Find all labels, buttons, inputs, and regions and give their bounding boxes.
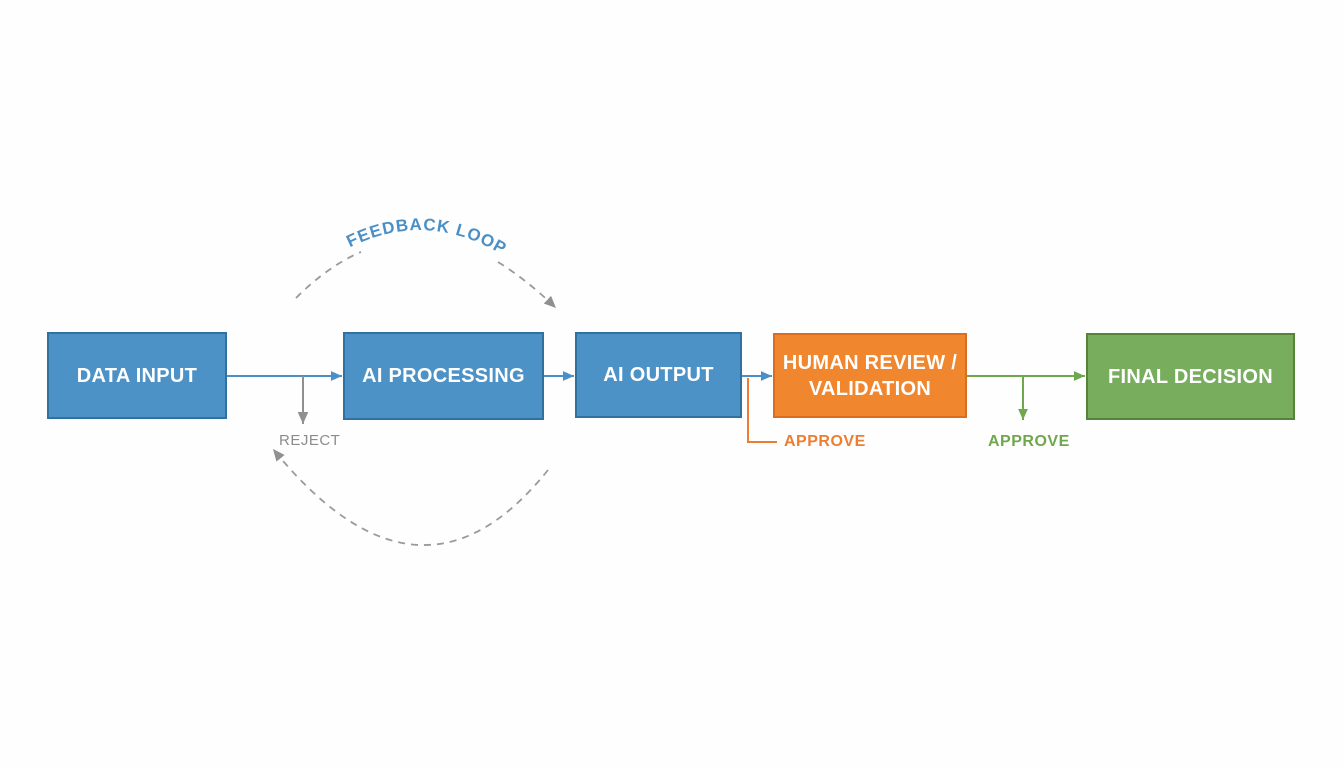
reject-label: REJECT (279, 432, 341, 449)
node-data-input: DATA INPUT (47, 332, 227, 419)
node-final-decision-label: FINAL DECISION (1108, 365, 1273, 388)
feedback-loop-arc-top-left (295, 251, 362, 299)
node-ai-processing: AI PROCESSING (343, 332, 544, 420)
feedback-loop-text: FEEDBACK LOOP (343, 215, 510, 258)
node-ai-processing-label: AI PROCESSING (362, 365, 525, 387)
node-data-input-label: DATA INPUT (76, 364, 198, 387)
node-ai-output-label: AI OUTPUT (603, 364, 714, 386)
approve-label-green: APPROVE (988, 433, 1070, 450)
feedback-loop-arc-top-right (497, 261, 557, 309)
feedback-loop-label: FEEDBACK LOOP (343, 215, 509, 258)
node-human-review-label: HUMAN REVIEW / VALIDATION (782, 351, 958, 400)
approve-label-orange: APPROVE (784, 433, 866, 450)
feedback-loop-arc-bottom (272, 448, 549, 546)
node-ai-output: AI OUTPUT (575, 332, 742, 418)
node-human-review: HUMAN REVIEW / VALIDATION (773, 333, 967, 418)
node-final-decision: FINAL DECISION (1086, 333, 1295, 420)
